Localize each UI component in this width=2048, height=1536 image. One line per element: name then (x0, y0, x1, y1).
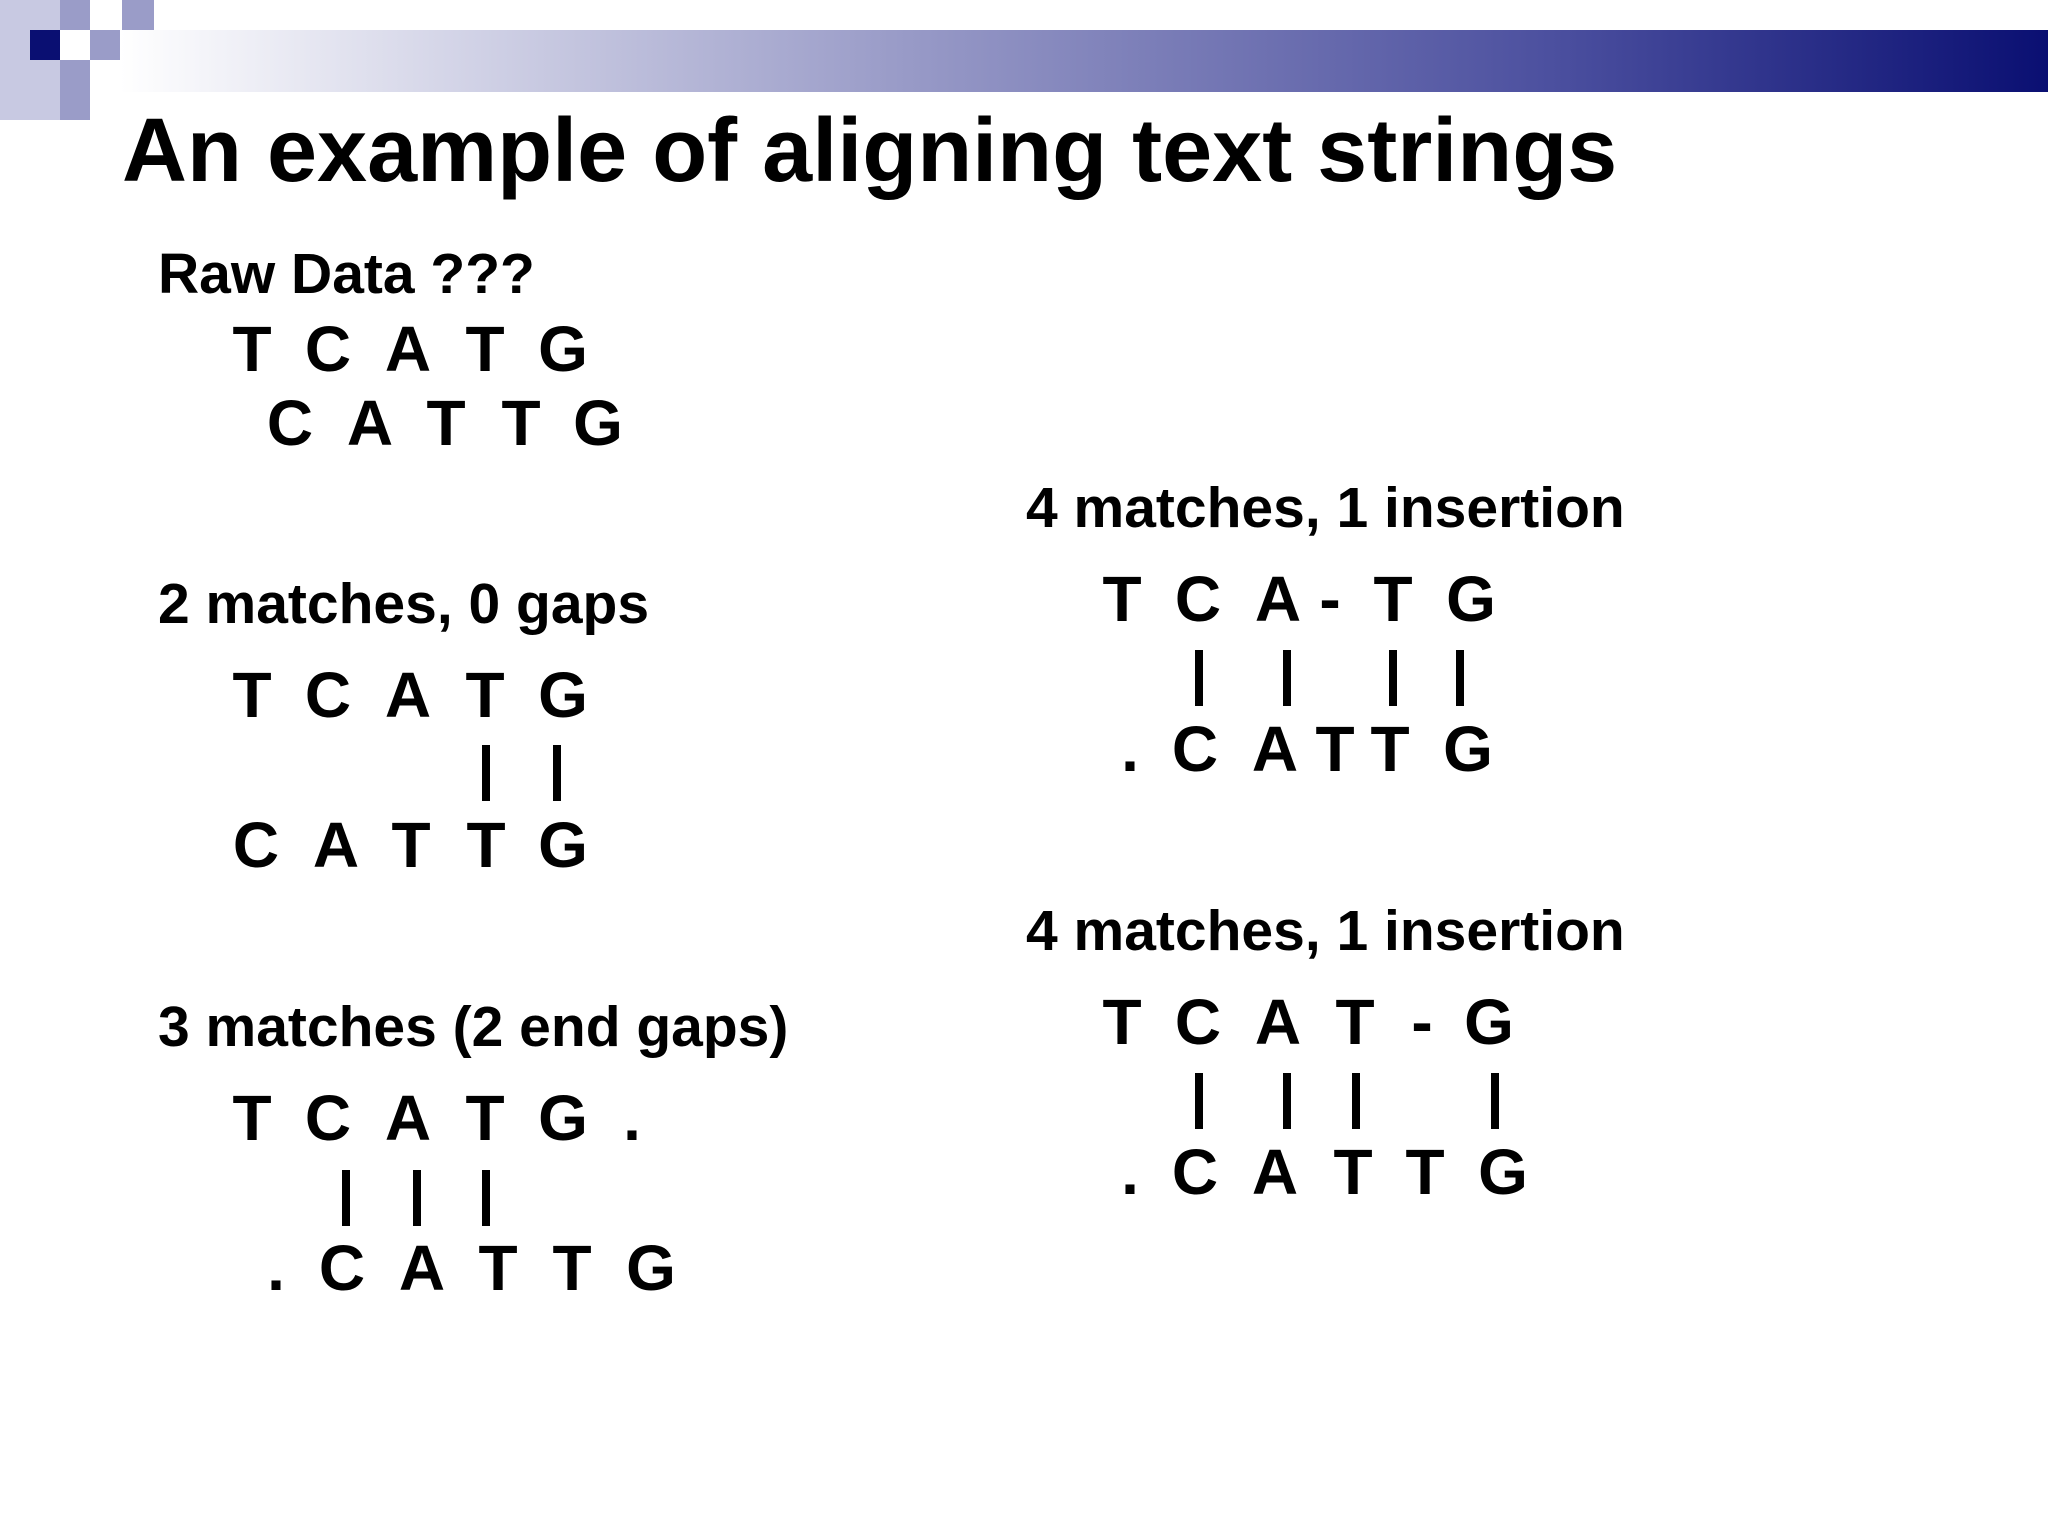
sequence-char: T (1102, 563, 1142, 635)
sequence-char: T (465, 313, 505, 385)
match-bar (553, 745, 561, 801)
sequence-char: G (538, 1082, 588, 1154)
sequence-char: T (391, 809, 431, 881)
match-bar (1283, 1073, 1291, 1129)
sequence-char: . (267, 1232, 285, 1304)
alignment-1-bottom-row: C A T T G (0, 810, 2048, 880)
match-bar (413, 1170, 421, 1226)
match-bar (1456, 650, 1464, 706)
sequence-char: G (1478, 1136, 1528, 1208)
sequence-char: G (1464, 986, 1514, 1058)
alignment-3-bottom-row: . C A T T G (0, 714, 2048, 784)
match-bar (482, 745, 490, 801)
sequence-char: T (1335, 986, 1375, 1058)
sequence-char: T (466, 809, 506, 881)
match-bar (1491, 1073, 1499, 1129)
sequence-char: A (1254, 563, 1302, 635)
match-bar (342, 1170, 350, 1226)
alignment-4-top-row: T C A T - G (0, 987, 2048, 1057)
alignment-1-top-row: T C A T G (0, 660, 2048, 730)
raw-data-row-1: T C A T G (0, 314, 2048, 384)
match-bar (1195, 1073, 1203, 1129)
sequence-char: C (304, 313, 352, 385)
sequence-char: G (1443, 713, 1493, 785)
alignment-2-bottom-row: . C A T T G (0, 1233, 2048, 1303)
header-decor-square (60, 0, 90, 30)
header-decor-square (30, 30, 60, 60)
sequence-char: T (232, 659, 272, 731)
sequence-char: C (1174, 986, 1222, 1058)
sequence-char: G (538, 313, 588, 385)
sequence-char: T (232, 1082, 272, 1154)
alignment-3-heading: 4 matches, 1 insertion (1026, 476, 1625, 540)
alignment-3-top-row: T C A - T G (0, 564, 2048, 634)
sequence-char: A (1254, 986, 1302, 1058)
sequence-char: T (478, 1232, 518, 1304)
sequence-char: T (501, 387, 541, 459)
alignment-2-top-row: T C A T G . (0, 1083, 2048, 1153)
sequence-char: A (312, 809, 360, 881)
sequence-char: T (1333, 1136, 1373, 1208)
sequence-char: A (384, 659, 432, 731)
sequence-char: T (1373, 563, 1413, 635)
match-bar (1352, 1073, 1360, 1129)
sequence-char: C (1171, 1136, 1219, 1208)
sequence-char: C (304, 659, 352, 731)
match-bar (1389, 650, 1397, 706)
header-decor-square (122, 0, 154, 30)
sequence-char: G (538, 659, 588, 731)
slide-title: An example of aligning text strings (122, 101, 1618, 201)
sequence-char: C (232, 809, 280, 881)
sequence-char: . (1121, 1136, 1139, 1208)
sequence-char: G (538, 809, 588, 881)
match-bar (1283, 650, 1291, 706)
sequence-char: C (266, 387, 314, 459)
sequence-char: - (1319, 563, 1341, 635)
sequence-char: C (1174, 563, 1222, 635)
raw-data-row-2: C A T T G (0, 388, 2048, 458)
sequence-char: T (465, 659, 505, 731)
sequence-char: C (318, 1232, 366, 1304)
match-bar (1195, 650, 1203, 706)
sequence-char: T (1370, 713, 1410, 785)
raw-data-heading: Raw Data ??? (158, 242, 535, 306)
header-decor-square (0, 60, 60, 120)
sequence-char: T (1315, 713, 1355, 785)
header-decor-square (90, 30, 120, 60)
match-bar (482, 1170, 490, 1226)
alignment-2-heading: 3 matches (2 end gaps) (158, 995, 789, 1059)
sequence-char: A (1251, 713, 1299, 785)
alignment-4-bottom-row: . C A T T G (0, 1137, 2048, 1207)
sequence-char: . (623, 1082, 641, 1154)
sequence-char: G (573, 387, 623, 459)
sequence-char: G (626, 1232, 676, 1304)
sequence-char: A (384, 1082, 432, 1154)
sequence-char: . (1121, 713, 1139, 785)
sequence-char: A (398, 1232, 446, 1304)
sequence-char: T (465, 1082, 505, 1154)
sequence-char: T (1405, 1136, 1445, 1208)
sequence-char: T (1102, 986, 1142, 1058)
sequence-char: A (384, 313, 432, 385)
sequence-char: G (1446, 563, 1496, 635)
header-decor-square (60, 60, 90, 90)
sequence-char: T (552, 1232, 592, 1304)
sequence-char: T (426, 387, 466, 459)
sequence-char: A (1251, 1136, 1299, 1208)
header-decor-square (60, 90, 90, 120)
sequence-char: - (1411, 986, 1433, 1058)
sequence-char: T (232, 313, 272, 385)
sequence-char: A (346, 387, 394, 459)
alignment-1-heading: 2 matches, 0 gaps (158, 572, 650, 636)
sequence-char: C (1171, 713, 1219, 785)
alignment-4-heading: 4 matches, 1 insertion (1026, 899, 1625, 963)
sequence-char: C (304, 1082, 352, 1154)
header-gradient-bar (120, 30, 2048, 92)
